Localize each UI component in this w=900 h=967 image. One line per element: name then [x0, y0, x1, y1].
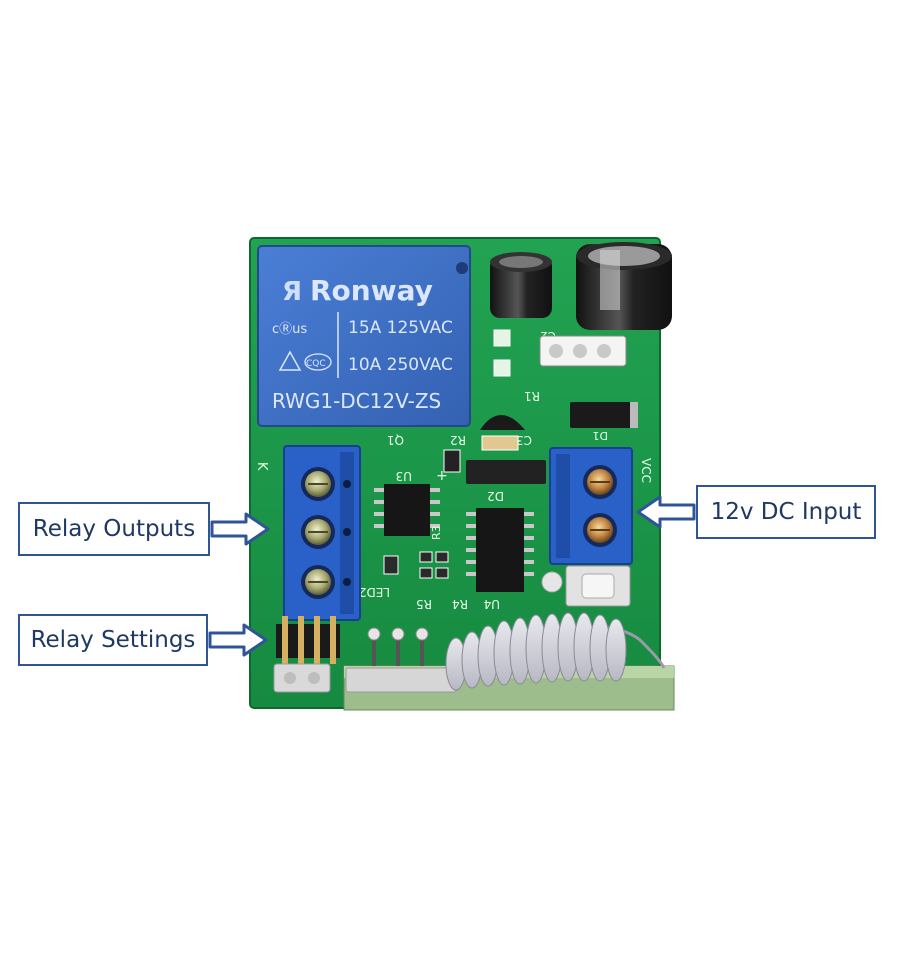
label-k: K	[254, 462, 269, 471]
relay-outputs-callout: Relay Outputs	[18, 502, 210, 556]
label-u4: U4	[484, 597, 500, 611]
label-plus: +	[436, 468, 448, 484]
warning-triangle-icon	[278, 350, 302, 371]
label-led2: LED2	[359, 585, 390, 599]
label-d2: D2	[487, 489, 504, 503]
coil-antenna	[445, 612, 666, 691]
relay-output-terminal	[283, 445, 361, 621]
label-d1: D1	[593, 429, 608, 442]
label-u3: U3	[396, 469, 412, 483]
label-r1: R1	[524, 389, 540, 403]
capacitor-small	[490, 252, 552, 318]
relay-settings-jumper	[276, 616, 340, 664]
relay-rating-2: 10A 250VAC	[348, 355, 453, 375]
arrow-relay-outputs-icon	[210, 512, 270, 546]
relay-brand-logo-icon: Я	[282, 277, 302, 307]
relay-brand: Ronway	[310, 274, 433, 307]
arrow-dc-input-icon	[636, 495, 696, 529]
relay-rating-1: 15A 125VAC	[348, 318, 453, 338]
label-vcc: VCC	[639, 458, 653, 483]
relay-settings-callout: Relay Settings	[18, 614, 208, 666]
relay-body	[257, 245, 471, 427]
capacitor-large	[576, 242, 672, 330]
relay-model: RWG1-DC12V-ZS	[272, 389, 441, 413]
label-q1: Q1	[387, 433, 404, 447]
arrow-relay-settings-icon	[208, 623, 268, 657]
label-r2: R2	[450, 433, 466, 447]
label-r5: R5	[416, 597, 432, 611]
label-c3: C3	[516, 433, 532, 447]
label-r4: R4	[452, 597, 468, 611]
relay-csc-mark: CQC	[306, 359, 326, 369]
label-r3: R3	[430, 525, 443, 540]
dc-input-terminal	[549, 447, 633, 565]
relay-ul-mark: cⓇus	[272, 322, 307, 337]
dc-input-callout: 12v DC Input	[696, 485, 876, 539]
